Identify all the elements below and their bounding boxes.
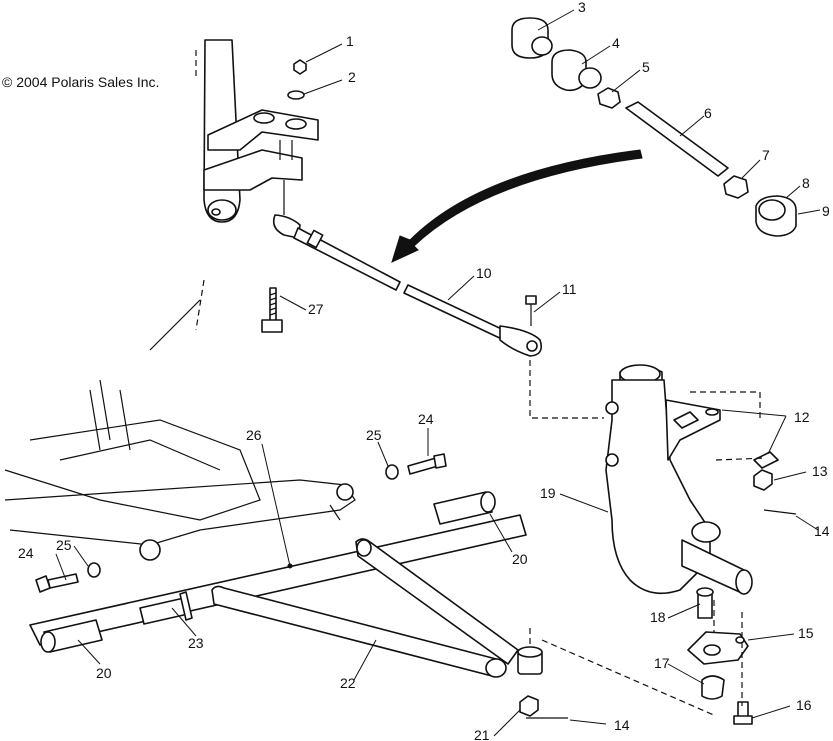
copyright-notice: © 2004 Polaris Sales Inc. xyxy=(2,74,160,90)
callout-18: 18 xyxy=(650,609,666,625)
callout-19: 19 xyxy=(540,485,556,501)
callout-23: 23 xyxy=(188,635,204,651)
lower-ball-joint xyxy=(517,628,568,719)
spindle-hardware xyxy=(673,411,797,515)
bolt-24-left xyxy=(35,562,101,593)
callout-12: 12 xyxy=(794,409,810,425)
bolt-27 xyxy=(261,287,283,333)
callout-14-lower: 14 xyxy=(614,717,630,733)
callout-14-spindle: 14 xyxy=(814,523,830,539)
tie-rod-end-inner xyxy=(272,180,401,291)
callout-16: 16 xyxy=(796,697,812,713)
bolt-24-right xyxy=(385,453,447,480)
callout-8: 8 xyxy=(802,175,810,191)
callout-3: 3 xyxy=(578,0,586,15)
callout-15: 15 xyxy=(798,625,814,641)
callout-25-right: 25 xyxy=(366,427,382,443)
callout-4: 4 xyxy=(612,35,620,51)
direction-arrow xyxy=(391,149,643,263)
washer-2 xyxy=(287,90,305,100)
callout-27: 27 xyxy=(308,301,324,317)
callout-20-right: 20 xyxy=(512,551,528,567)
callout-22: 22 xyxy=(340,675,356,691)
callout-7: 7 xyxy=(762,147,770,163)
bolt-11 xyxy=(525,295,537,326)
a-arm xyxy=(29,514,527,678)
spindle xyxy=(605,364,753,595)
callout-21: 21 xyxy=(474,727,490,741)
callout-13: 13 xyxy=(812,463,828,479)
ball-joint-upper-parts xyxy=(511,17,797,237)
callout-24-right: 24 xyxy=(418,411,434,427)
callout-24-left: 24 xyxy=(18,545,34,561)
callout-9: 9 xyxy=(822,203,830,219)
callout-26: 26 xyxy=(246,427,262,443)
callout-20-left: 20 xyxy=(96,665,112,681)
frame-outline xyxy=(4,299,356,561)
pitman-arm-bracket xyxy=(203,109,319,191)
assembly-lines xyxy=(195,50,767,717)
callout-11: 11 xyxy=(562,281,577,297)
callout-25-left: 25 xyxy=(56,537,72,553)
ball-joint-bracket xyxy=(687,587,753,725)
callout-10: 10 xyxy=(476,265,492,281)
callout-17: 17 xyxy=(654,655,670,671)
leader-lines xyxy=(55,9,821,737)
callout-1: 1 xyxy=(346,33,354,49)
callout-6: 6 xyxy=(704,105,712,121)
callout-2: 2 xyxy=(348,69,356,85)
callout-5: 5 xyxy=(642,59,650,75)
nut-1 xyxy=(293,59,307,75)
pivot-tubes xyxy=(40,491,496,653)
tie-rod-outer xyxy=(403,284,543,357)
